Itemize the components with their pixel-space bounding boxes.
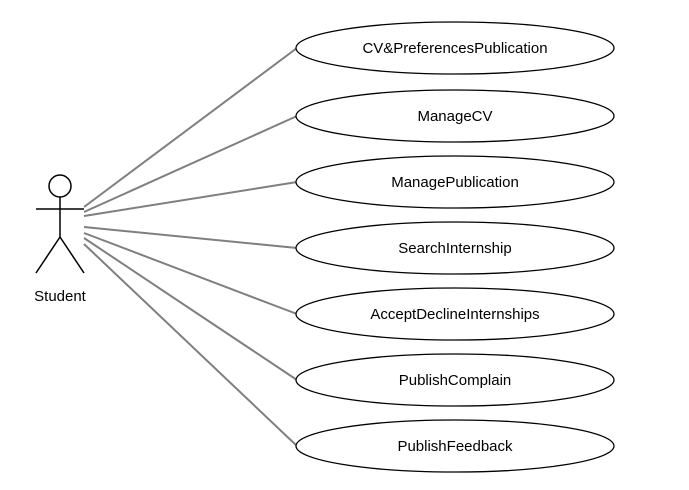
use-case-ellipse <box>295 419 615 473</box>
association-line <box>83 47 298 208</box>
use-case-label: ManagePublication <box>391 174 519 191</box>
use-case-label: ManageCV <box>417 108 492 125</box>
association-line <box>83 237 298 381</box>
use-case-label: AcceptDeclineInternships <box>370 306 539 323</box>
use-case-ellipse <box>295 89 615 143</box>
use-case-label: CV&PreferencesPublication <box>362 40 547 57</box>
use-case-ellipse <box>295 21 615 75</box>
use-case-search-internship[interactable]: SearchInternship <box>295 221 615 275</box>
use-case-ellipse <box>295 155 615 209</box>
association-line <box>83 232 298 315</box>
use-case-accept-decline-internships[interactable]: AcceptDeclineInternships <box>295 287 615 341</box>
actor-student[interactable]: Student <box>34 174 87 305</box>
use-cases: CV&PreferencesPublication ManageCV Manag… <box>295 21 615 473</box>
association-line <box>83 243 298 447</box>
use-case-ellipse <box>295 353 615 407</box>
use-case-ellipse <box>295 287 615 341</box>
actor-label: Student <box>34 288 87 305</box>
use-case-cv-preferences-publication[interactable]: CV&PreferencesPublication <box>295 21 615 75</box>
association-line <box>83 226 298 249</box>
associations <box>83 47 298 447</box>
use-case-publish-complain[interactable]: PublishComplain <box>295 353 615 407</box>
use-case-label: SearchInternship <box>398 240 511 257</box>
use-case-ellipse <box>295 221 615 275</box>
use-case-manage-cv[interactable]: ManageCV <box>295 89 615 143</box>
association-line <box>83 181 298 217</box>
use-case-publish-feedback[interactable]: PublishFeedback <box>295 419 615 473</box>
use-case-label: PublishFeedback <box>397 438 513 455</box>
use-case-label: PublishComplain <box>399 372 512 389</box>
stick-figure-icon <box>35 174 85 274</box>
association-line <box>83 115 298 213</box>
use-case-manage-publication[interactable]: ManagePublication <box>295 155 615 209</box>
